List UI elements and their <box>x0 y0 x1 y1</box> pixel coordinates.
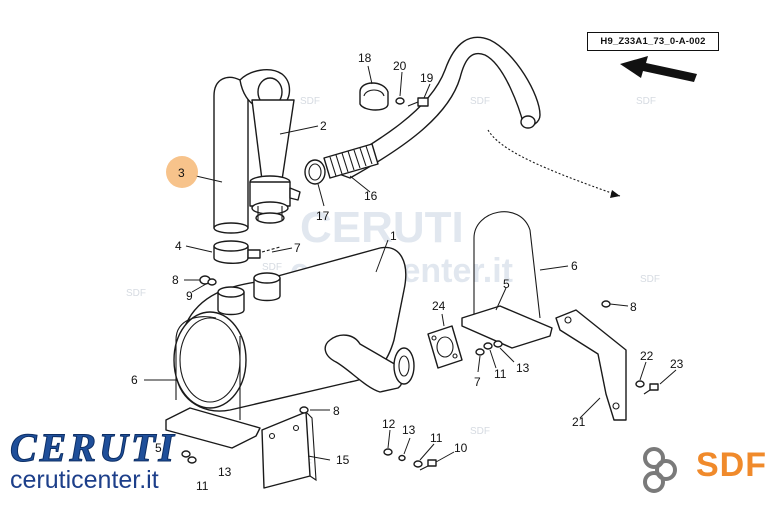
bolt <box>407 97 429 107</box>
label-17[interactable]: 17 <box>316 209 330 223</box>
highlight-marker <box>166 156 198 188</box>
drawing-reference-code: H9_Z33A1_73_0-A-002 <box>587 32 719 51</box>
label-11-bottom[interactable]: 11 <box>430 431 443 445</box>
label-5-left[interactable]: 5 <box>155 441 162 455</box>
label-18[interactable]: 18 <box>358 51 372 65</box>
label-24[interactable]: 24 <box>432 299 446 313</box>
watermark-small-2: SDF <box>470 96 490 107</box>
label-5-right[interactable]: 5 <box>503 277 510 291</box>
nut <box>299 406 309 414</box>
hose-clamp <box>304 159 326 185</box>
label-13-right[interactable]: 13 <box>516 361 530 375</box>
ceruti-logo-brand: CERUTI <box>10 425 177 470</box>
label-8-right[interactable]: 8 <box>630 300 637 314</box>
label-21[interactable]: 21 <box>572 415 586 429</box>
nut <box>181 450 191 458</box>
sdf-logo-text: SDF <box>696 446 767 484</box>
watermark-small-3: SDF <box>636 96 656 107</box>
sdf-logo-icon <box>643 447 677 493</box>
watermark-small-4: SDF <box>262 262 282 273</box>
washer <box>635 380 645 388</box>
bracket-plate <box>261 411 317 489</box>
watermark-small-5: SDF <box>126 288 146 299</box>
label-9[interactable]: 9 <box>186 289 193 303</box>
nut <box>601 300 611 308</box>
fastener-set-right <box>475 340 503 356</box>
label-11-right[interactable]: 11 <box>494 367 507 381</box>
label-11-left[interactable]: 11 <box>196 479 209 493</box>
washer <box>395 97 405 105</box>
label-6-left[interactable]: 6 <box>131 373 138 387</box>
label-3[interactable]: 3 <box>178 166 185 180</box>
label-12[interactable]: 12 <box>382 417 396 431</box>
label-16[interactable]: 16 <box>364 189 378 203</box>
screw <box>261 246 281 253</box>
watermark-small-7: SDF <box>640 274 660 285</box>
direction-arrow-icon <box>620 56 697 82</box>
label-8-left[interactable]: 8 <box>172 273 179 287</box>
exhaust-tailpipe <box>213 69 291 234</box>
label-20[interactable]: 20 <box>393 59 407 73</box>
support-bracket <box>555 309 627 421</box>
label-10[interactable]: 10 <box>454 441 468 455</box>
watermark-small-1: SDF <box>300 96 320 107</box>
sdf-logo: SDF <box>636 440 776 500</box>
label-19[interactable]: 19 <box>420 71 434 85</box>
label-8-lower[interactable]: 8 <box>333 404 340 418</box>
watermark-small-8: SDF <box>470 426 490 437</box>
label-23[interactable]: 23 <box>670 357 684 371</box>
leader-lines <box>144 65 677 463</box>
label-4[interactable]: 4 <box>175 239 182 253</box>
clamp-bracket <box>359 82 389 111</box>
gasket <box>427 325 463 369</box>
fastener-set-bottom <box>383 448 437 471</box>
label-13-bottom[interactable]: 13 <box>402 423 416 437</box>
label-7-right[interactable]: 7 <box>474 375 481 389</box>
exhaust-tube <box>249 99 301 224</box>
washer <box>187 456 197 464</box>
u-bolt-left <box>175 316 241 420</box>
ceruti-logo: CERUTI ceruticenter.it <box>10 425 177 494</box>
band-clamp <box>213 240 261 264</box>
label-2[interactable]: 2 <box>320 119 327 133</box>
label-7-upper[interactable]: 7 <box>294 241 301 255</box>
ceruti-logo-site: ceruticenter.it <box>10 466 159 494</box>
label-22[interactable]: 22 <box>640 349 654 363</box>
muffler <box>173 246 415 412</box>
bolt <box>643 383 659 395</box>
watermark-brand: CERUTI <box>300 203 464 252</box>
label-13-left[interactable]: 13 <box>218 465 232 479</box>
label-1[interactable]: 1 <box>390 229 397 243</box>
mounting-bracket-left <box>165 407 261 449</box>
washer <box>207 278 217 286</box>
label-6-right[interactable]: 6 <box>571 259 578 273</box>
air-intake-hose <box>323 36 621 198</box>
label-15[interactable]: 15 <box>336 453 350 467</box>
mounting-bracket-right <box>461 211 553 349</box>
part-labels: 1 2 3 4 5 5 6 6 7 7 8 8 8 9 10 11 11 11 … <box>131 51 684 493</box>
